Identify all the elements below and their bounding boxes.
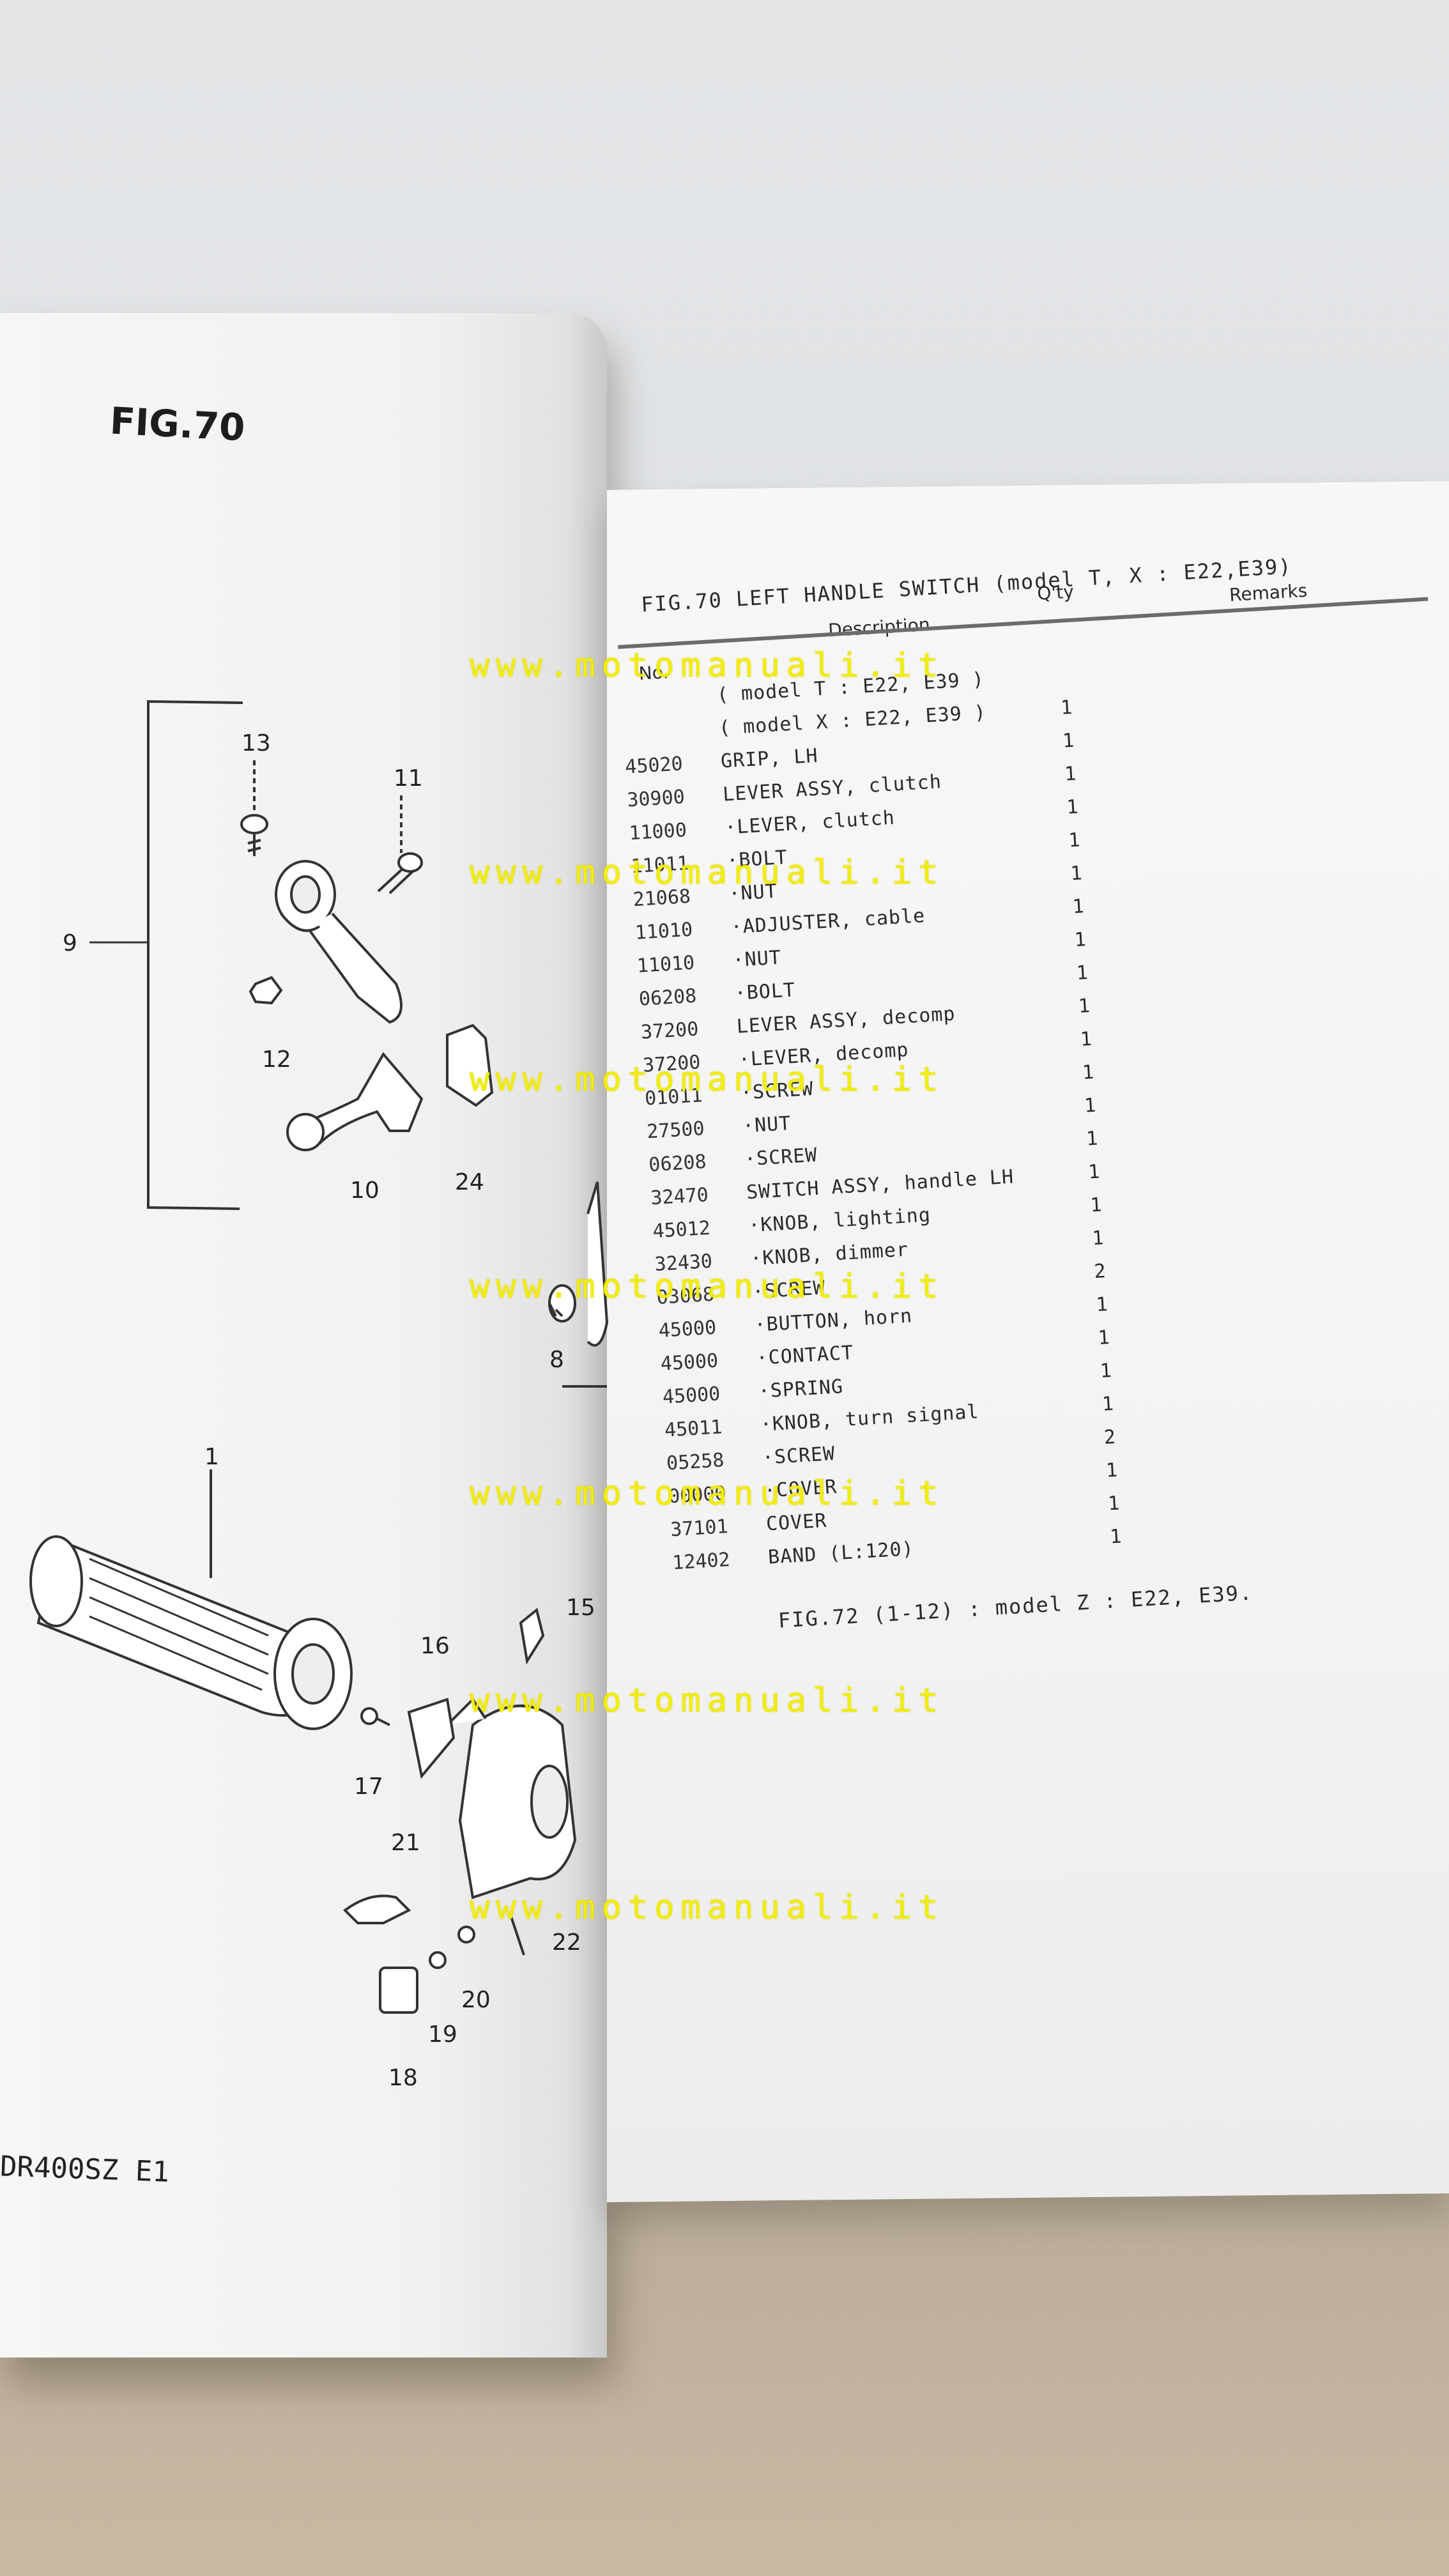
part-qty: 1 (1109, 1525, 1123, 1549)
part-qty: 1 (1077, 994, 1091, 1018)
part-qty: 1 (1060, 696, 1073, 719)
watermark: www.motomanuali.it (470, 1889, 945, 1927)
grip-1-drawing (29, 1469, 353, 1730)
switch-housing-drawing (342, 1607, 577, 2014)
figure-label: FIG.70 (109, 399, 247, 450)
part-description: ·BOLT (733, 979, 796, 1005)
bolt-13-drawing (240, 760, 268, 856)
part-qty: 1 (1062, 729, 1075, 753)
part-8-drawing (548, 1181, 609, 1388)
part-qty: 1 (1066, 795, 1079, 819)
footnote: FIG.72 (1-12) : model Z : E22, E39. (777, 1580, 1254, 1633)
callout-13: 13 (241, 730, 271, 756)
callout-1: 1 (204, 1444, 219, 1470)
header-remarks: Remarks (1229, 579, 1308, 606)
callout-12: 12 (262, 1046, 291, 1073)
part-qty: 1 (1101, 1392, 1114, 1416)
parts-list-title: FIG.70 LEFT HANDLE SWITCH (model T, X : … (640, 554, 1293, 617)
part-qty: 2 (1103, 1425, 1117, 1449)
watermark: www.motomanuali.it (470, 1682, 945, 1720)
part-number: 45000 (662, 1383, 721, 1409)
part-number: 45000 (657, 1316, 717, 1342)
screw-17-drawing (360, 1707, 390, 1726)
callout-17: 17 (354, 1774, 383, 1800)
watermark: www.motomanuali.it (470, 854, 945, 892)
part-qty: 1 (1085, 1127, 1099, 1151)
callout-16: 16 (420, 1633, 450, 1659)
watermark: www.motomanuali.it (470, 1475, 945, 1513)
parts-list: FIG.70 LEFT HANDLE SWITCH (model T, X : … (613, 519, 1449, 1716)
part-qty: 1 (1099, 1359, 1112, 1383)
part-qty: 1 (1107, 1492, 1121, 1515)
part-number: 27500 (646, 1117, 705, 1144)
part-number: 11000 (628, 818, 687, 845)
part-number: 37101 (670, 1515, 729, 1542)
parts-rows: ( model T : E22, E39 )( model X : E22, E… (620, 641, 1449, 1585)
part-number: 11010 (634, 918, 694, 944)
part-number: 12402 (671, 1548, 731, 1575)
callout-24: 24 (455, 1169, 484, 1195)
callout-22: 22 (552, 1929, 581, 1956)
part-qty: 1 (1089, 1193, 1103, 1217)
callout-8: 8 (549, 1347, 564, 1373)
model-footer: DR400SZ E1 (0, 2150, 170, 2189)
part-qty: 1 (1087, 1160, 1101, 1184)
callout-18: 18 (388, 2065, 418, 2091)
callout-11: 11 (394, 765, 423, 792)
part-number: 06208 (638, 985, 698, 1011)
part-description: ·SCREW (761, 1442, 836, 1469)
watermark: www.motomanuali.it (470, 1061, 945, 1099)
part-number: 45020 (624, 753, 684, 779)
part-number: 30900 (626, 786, 686, 812)
part-number: 05258 (666, 1449, 725, 1475)
part-number: 32470 (650, 1183, 709, 1210)
part-qty: 1 (1095, 1293, 1108, 1317)
part-qty: 2 (1093, 1260, 1107, 1284)
lever-10-drawing (300, 1052, 424, 1145)
part-qty: 1 (1091, 1227, 1105, 1250)
watermark: www.motomanuali.it (470, 647, 945, 685)
part-qty: 1 (1082, 1061, 1095, 1084)
part-qty: 1 (1075, 962, 1089, 985)
part-description: ·SPRING (757, 1375, 845, 1403)
part-qty: 1 (1064, 762, 1077, 786)
left-page (0, 313, 607, 2358)
part-description: ·NUT (742, 1112, 792, 1138)
part-qty: 1 (1105, 1459, 1119, 1482)
header-qty: Q'ty (1036, 581, 1075, 604)
part-qty: 1 (1084, 1094, 1097, 1117)
part-qty: 1 (1097, 1326, 1110, 1350)
lever-holder-drawing (275, 860, 402, 1024)
part-qty (1054, 663, 1073, 664)
bracket-24-drawing (446, 1023, 494, 1107)
part-qty: 1 (1079, 1027, 1093, 1051)
part-number: 45000 (659, 1349, 719, 1376)
part-description: ·NUT (732, 946, 782, 972)
part-number (620, 686, 678, 689)
part-number: 06208 (648, 1151, 707, 1177)
part-qty: 1 (1070, 862, 1083, 885)
part-description: COVER (765, 1509, 828, 1536)
part-number: 45011 (664, 1416, 723, 1442)
part-qty: 1 (1071, 895, 1085, 919)
part-description: ·SCREW (744, 1144, 818, 1171)
nut-12-drawing (249, 976, 283, 1005)
watermark: www.motomanuali.it (470, 1268, 945, 1306)
callout-19: 19 (428, 2021, 457, 2048)
part-number: 37200 (640, 1018, 700, 1044)
callout-20: 20 (461, 1987, 491, 2013)
callout-10: 10 (350, 1177, 379, 1204)
bolt-11-drawing (377, 795, 423, 894)
part-qty: 1 (1073, 928, 1087, 952)
part-number: 11010 (636, 951, 696, 977)
part-number: 45012 (652, 1216, 711, 1243)
callout-15: 15 (566, 1595, 595, 1621)
callout-9: 9 (63, 930, 77, 956)
part-qty: 1 (1068, 829, 1081, 852)
group-bracket (147, 700, 243, 1210)
callout-21: 21 (391, 1830, 420, 1856)
